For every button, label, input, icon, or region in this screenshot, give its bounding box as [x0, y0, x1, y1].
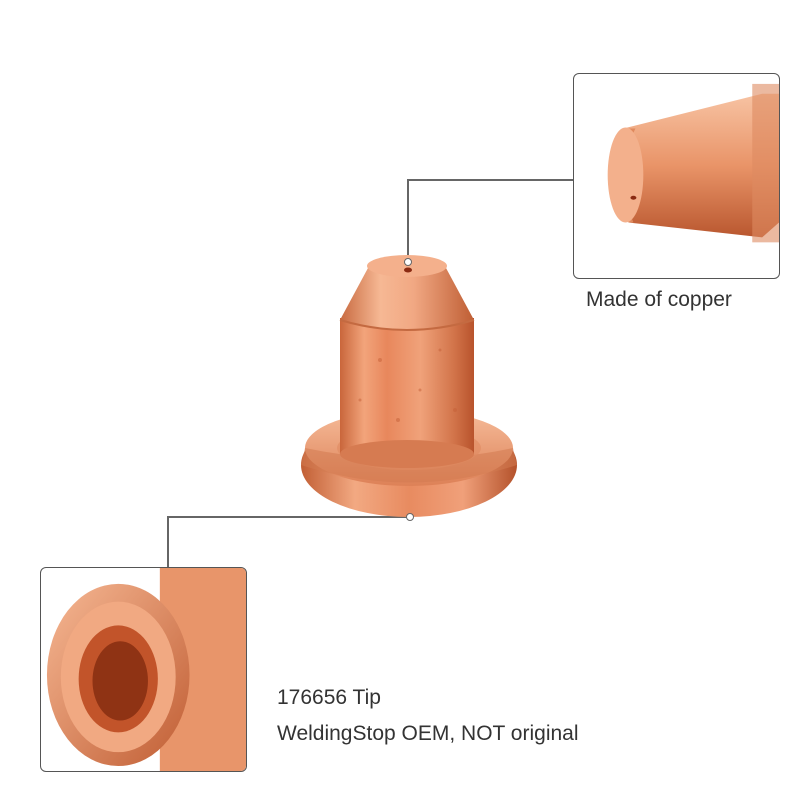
caption-part-number: 176656 Tip: [277, 686, 381, 709]
caption-brand: WeldingStop OEM, NOT original: [277, 722, 579, 745]
tip-closeup-image: [607, 83, 779, 243]
bore-closeup-image: [46, 568, 246, 771]
inset-tip-closeup: [573, 73, 780, 279]
leader-line-top: [407, 179, 573, 262]
leader-line-bottom: [167, 516, 410, 567]
inset-bore-closeup: [40, 567, 247, 772]
caption-material: Made of copper: [586, 288, 732, 311]
